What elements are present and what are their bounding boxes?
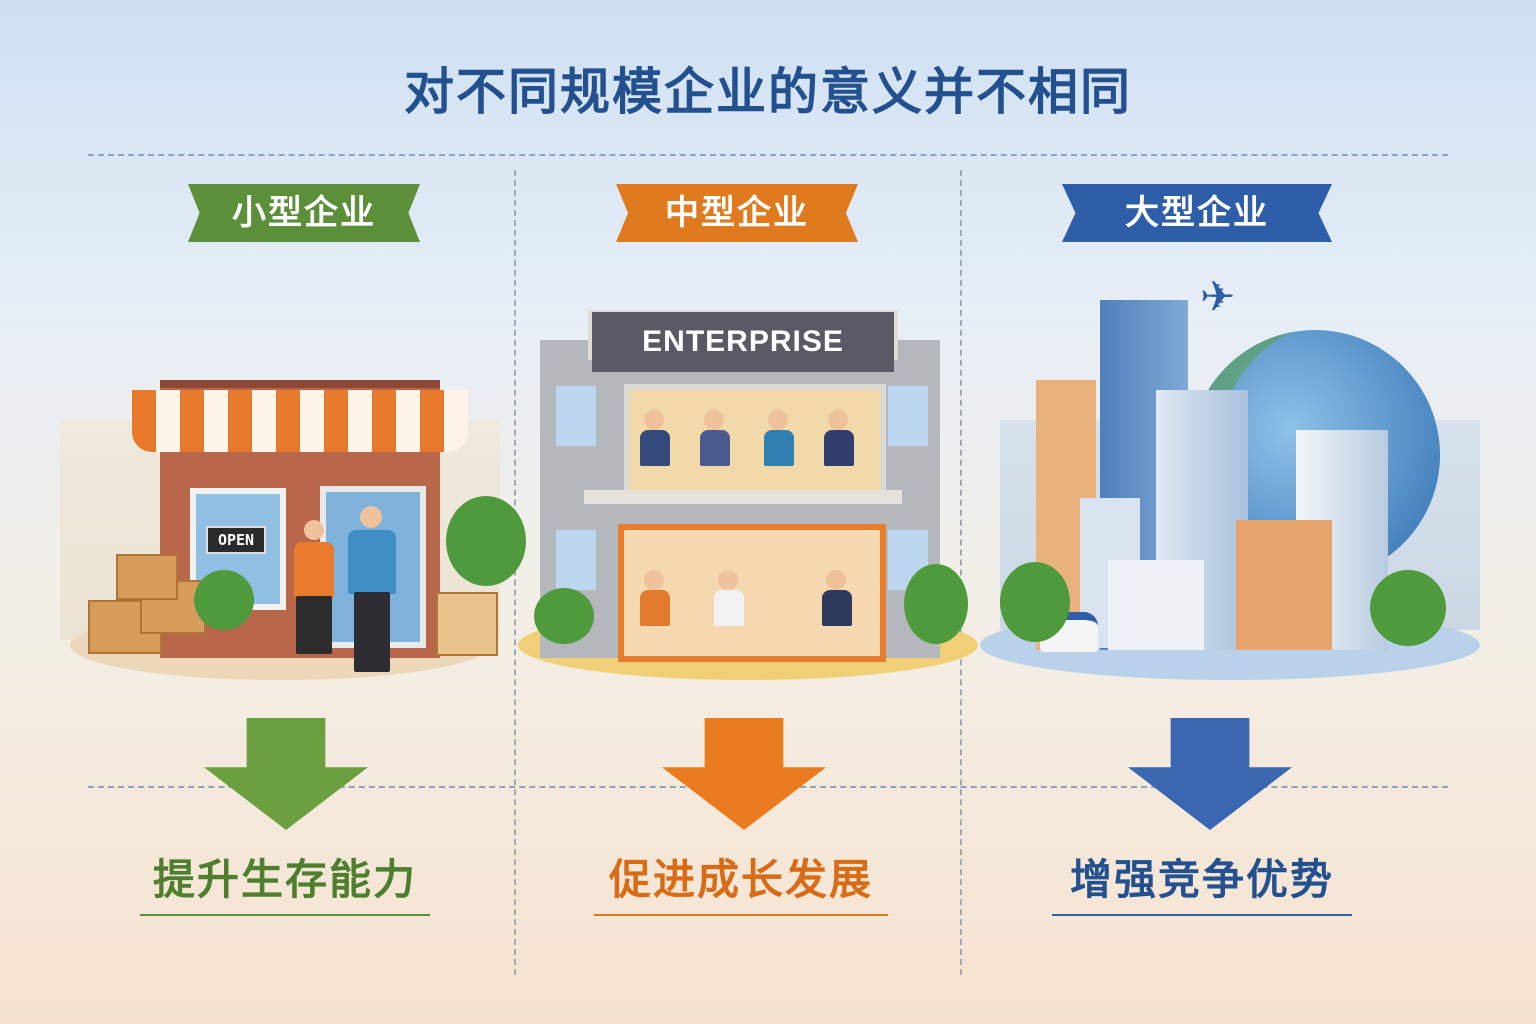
person-body xyxy=(824,430,854,466)
column-divider-right xyxy=(960,170,962,975)
airplane-icon: ✈ xyxy=(1200,272,1236,321)
enterprise-building-illustration: ENTERPRISE xyxy=(508,270,988,710)
tree xyxy=(1370,570,1446,646)
person-body xyxy=(640,430,670,466)
result-small-enterprise: 提升生存能力 xyxy=(152,855,417,904)
cardboard-box xyxy=(116,554,178,600)
side-window xyxy=(888,386,928,446)
person-body xyxy=(700,430,730,466)
shop-awning xyxy=(132,390,468,452)
person-legs xyxy=(354,592,390,672)
tree xyxy=(1000,562,1070,642)
result-underline xyxy=(594,914,888,916)
tree xyxy=(194,570,254,630)
person-head xyxy=(644,570,664,590)
banner-medium-enterprise: 中型企业 xyxy=(616,184,858,242)
skyscraper xyxy=(1236,520,1332,650)
person-head xyxy=(304,520,324,540)
tree xyxy=(446,496,526,586)
result-underline xyxy=(1052,914,1352,916)
person-head xyxy=(828,410,848,430)
person-head xyxy=(826,570,846,590)
arrow-down-icon xyxy=(204,718,368,830)
cardboard-box xyxy=(436,592,498,656)
page-title: 对不同规模企业的意义并不相同 xyxy=(404,63,1132,121)
person-head xyxy=(644,410,664,430)
tree xyxy=(534,588,594,644)
arrow-down-icon xyxy=(1128,718,1292,830)
floor-divider xyxy=(584,490,902,504)
city-skyline-illustration: ✈ xyxy=(980,270,1480,710)
person-body xyxy=(822,590,852,626)
tree xyxy=(904,564,968,644)
result-large-enterprise: 增强竞争优势 xyxy=(1069,855,1334,904)
person-body xyxy=(714,590,744,626)
person-body xyxy=(764,430,794,466)
column-divider-left xyxy=(514,170,516,975)
banner-large-enterprise: 大型企业 xyxy=(1062,184,1332,242)
person-body xyxy=(348,530,396,594)
small-shop-illustration: OPEN xyxy=(40,270,526,710)
person-skirt xyxy=(296,596,332,654)
banner-small-enterprise: 小型企业 xyxy=(188,184,420,242)
person-head xyxy=(718,570,738,590)
result-medium-enterprise: 促进成长发展 xyxy=(608,855,873,904)
open-sign: OPEN xyxy=(206,526,266,554)
top-divider xyxy=(88,154,1448,156)
skyscraper xyxy=(1108,560,1204,650)
arrow-down-icon xyxy=(662,718,826,830)
person-head xyxy=(768,410,788,430)
person-body xyxy=(294,542,334,598)
enterprise-sign: ENTERPRISE xyxy=(592,312,894,372)
side-window xyxy=(556,530,596,590)
person-head xyxy=(704,410,724,430)
person-head xyxy=(360,506,382,528)
result-underline xyxy=(140,914,430,916)
side-window xyxy=(556,386,596,446)
person-body xyxy=(640,590,670,626)
